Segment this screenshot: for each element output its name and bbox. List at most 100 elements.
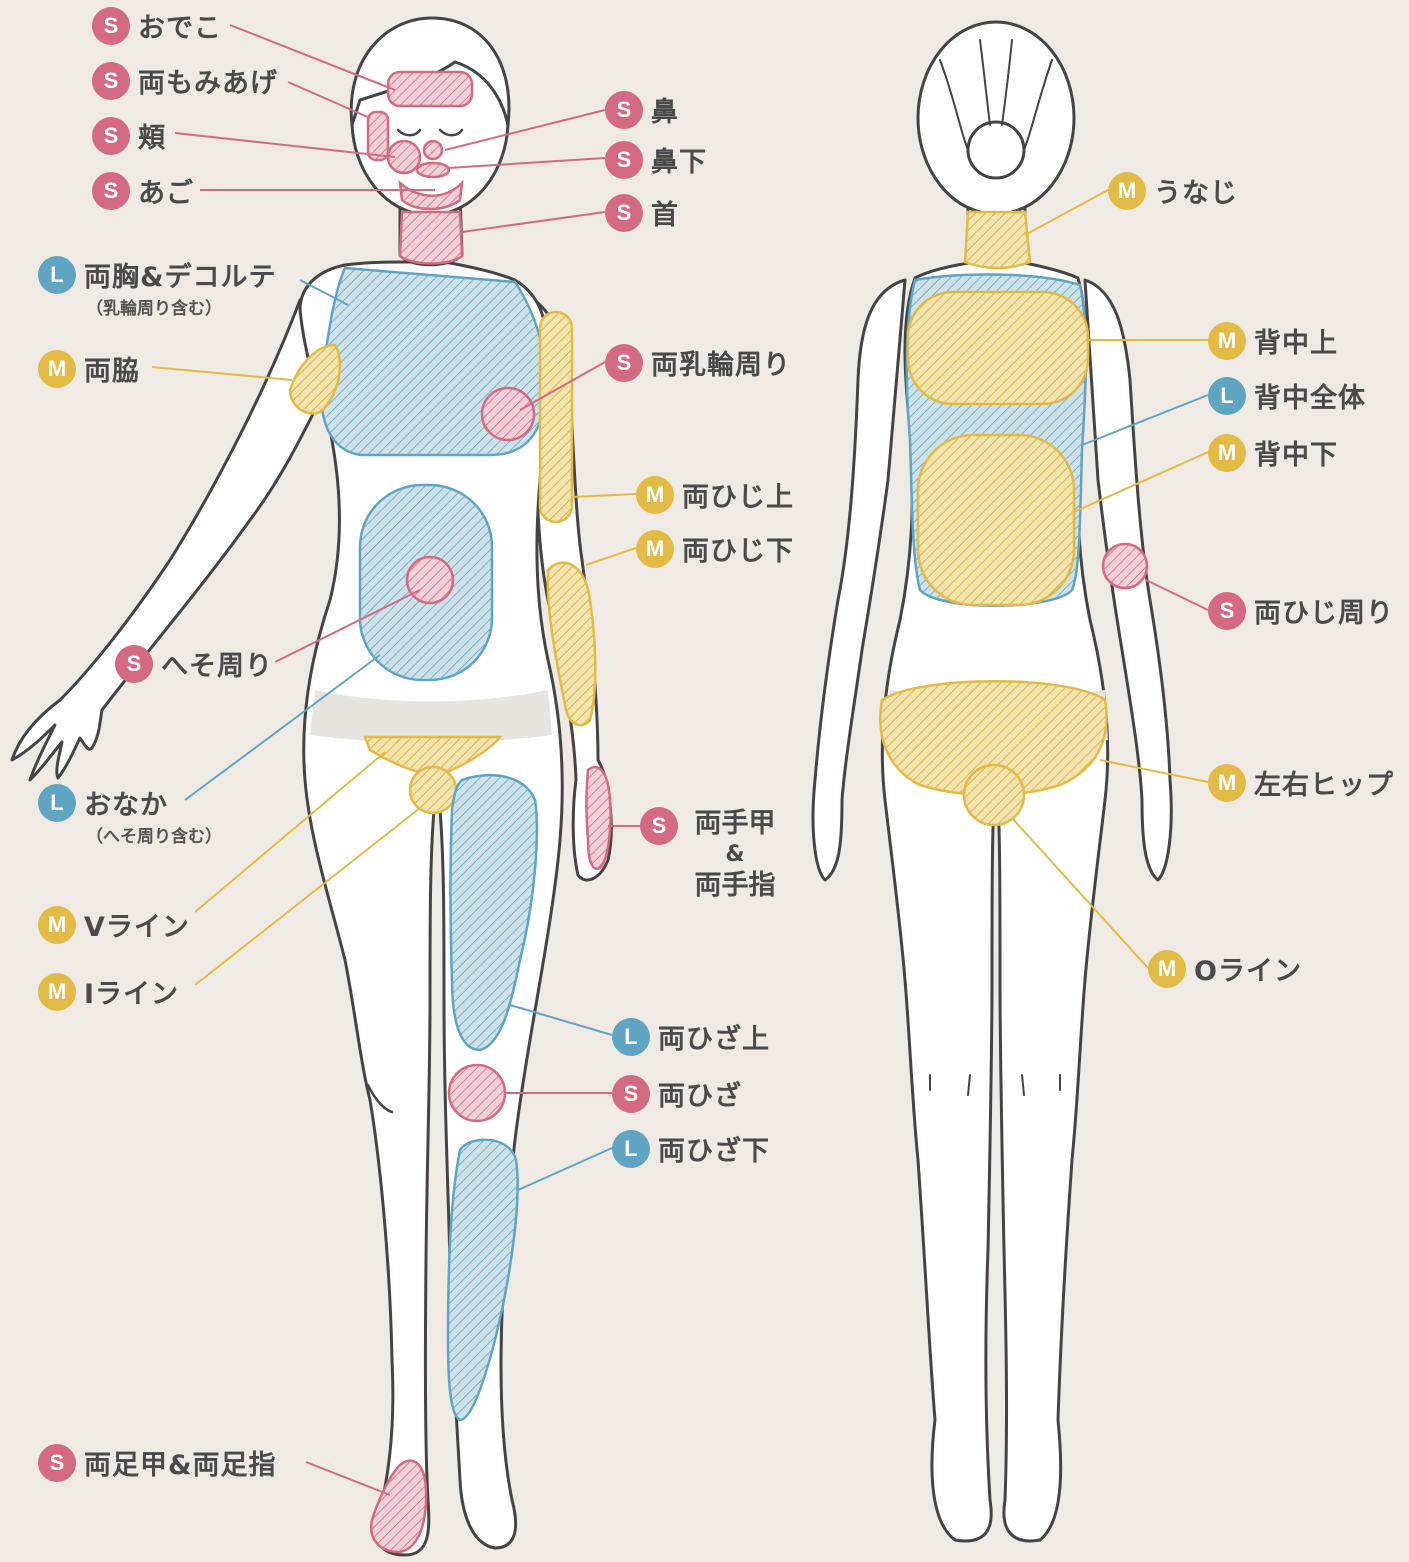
label-chest: L 両胸&デコルテ [38,255,277,294]
label-shin: L 両ひざ下 [612,1129,770,1168]
size-badge-m: M [1208,434,1246,472]
label-armpits: M 両脇 [38,349,140,388]
size-badge-s: S [115,645,153,683]
size-badge-s: S [612,1075,650,1113]
label-text: 両乳輪周り [651,343,791,382]
label-under-nose: S 鼻下 [605,140,707,179]
size-badge-m: M [1148,950,1186,988]
zone-o-line [964,765,1024,825]
label-chin: S あご [92,171,194,210]
label-text: おなか [84,783,168,822]
label-lower-back: M 背中下 [1208,433,1338,472]
label-text: 両ひじ上 [682,475,794,514]
label-text: 両ひざ上 [658,1017,770,1056]
size-badge-s: S [605,91,643,129]
label-text: 鼻下 [651,140,707,179]
size-badge-s: S [605,344,643,382]
size-badge-l: L [38,256,76,294]
label-thigh: L 両ひざ上 [612,1017,770,1056]
label-text: Iライン [84,972,179,1011]
label-hands-line1: 両手甲 [680,808,790,839]
label-text: 両胸&デコルテ [84,255,277,294]
zone-under-nose [417,163,449,177]
size-badge-m: M [1208,322,1246,360]
size-badge-s: S [605,194,643,232]
label-text: へそ周り [161,644,273,683]
size-badge-s: S [92,62,130,100]
label-sideburns: S 両もみあげ [92,61,278,100]
label-lower-arm: M 両ひじ下 [636,529,794,568]
label-nape: M うなじ [1108,171,1238,210]
label-text: 両もみあげ [138,61,278,100]
back-head [918,22,1074,214]
size-badge-m: M [1108,172,1146,210]
label-neck: S 首 [605,193,679,232]
size-badge-s: S [605,141,643,179]
label-nose: S 鼻 [605,90,679,129]
size-badge-m: M [38,906,76,944]
size-badge-m: M [1208,764,1246,802]
label-v-line: M Vライン [38,905,190,944]
label-text: 両ひざ下 [658,1129,770,1168]
zone-forehead [388,72,472,106]
label-text: Oライン [1194,949,1302,988]
label-stomach: L おなか [38,783,168,822]
label-stomach-note: （へそ周り含む） [86,822,222,847]
zone-foot [371,1461,426,1552]
size-badge-l: L [38,784,76,822]
label-text: あご [138,171,194,210]
zone-neck [400,212,462,264]
zone-lower-back [918,435,1074,605]
label-text: 両ひじ下 [682,529,794,568]
zone-navel [407,557,453,603]
label-elbow: S 両ひじ周り [1208,591,1394,630]
size-badge-s: S [92,7,130,45]
zone-nose [424,141,442,159]
label-text: 背中全体 [1254,376,1366,415]
label-upper-back: M 背中上 [1208,321,1338,360]
size-badge-s: S [38,1444,76,1482]
label-forehead: S おでこ [92,6,222,45]
label-text: Vライン [84,905,190,944]
size-badge-l: L [612,1018,650,1056]
label-upper-arm: M 両ひじ上 [636,475,794,514]
label-hands-amp: & [680,839,790,870]
size-badge-l: L [612,1130,650,1168]
size-badge-s: S [92,172,130,210]
label-text: 左右ヒップ [1254,763,1394,802]
label-knee: S 両ひざ [612,1074,742,1113]
size-badge-s: S [92,117,130,155]
label-text: 両脇 [84,349,140,388]
zone-nape [965,212,1030,268]
size-badge-m: M [636,530,674,568]
label-o-line: M Oライン [1148,949,1302,988]
label-text: 両ひざ [658,1074,742,1113]
label-text: 背中上 [1254,321,1338,360]
zone-areola [482,388,534,440]
label-hands-line2: 両手指 [680,870,790,901]
label-hip: M 左右ヒップ [1208,763,1394,802]
size-badge-s: S [640,807,678,845]
zone-upper-arm [540,312,572,522]
zone-shin [448,1140,518,1420]
label-text: 頬 [138,116,166,155]
label-cheeks: S 頬 [92,116,166,155]
size-badge-l: L [1208,377,1246,415]
label-whole-back: L 背中全体 [1208,376,1366,415]
label-text: うなじ [1154,171,1238,210]
label-text: 首 [651,193,679,232]
label-text: 両ひじ周り [1254,591,1394,630]
zone-sideburn [368,112,388,160]
zone-elbow [1103,544,1147,588]
label-hands-text: 両手甲 & 両手指 [680,808,790,901]
label-hands: S [640,807,678,845]
size-badge-m: M [636,476,674,514]
zone-knee [449,1065,505,1121]
label-i-line: M Iライン [38,972,179,1011]
label-text: おでこ [138,6,222,45]
zone-i-line [410,767,456,813]
zone-upper-back [908,292,1088,404]
size-badge-m: M [38,350,76,388]
size-badge-m: M [38,973,76,1011]
